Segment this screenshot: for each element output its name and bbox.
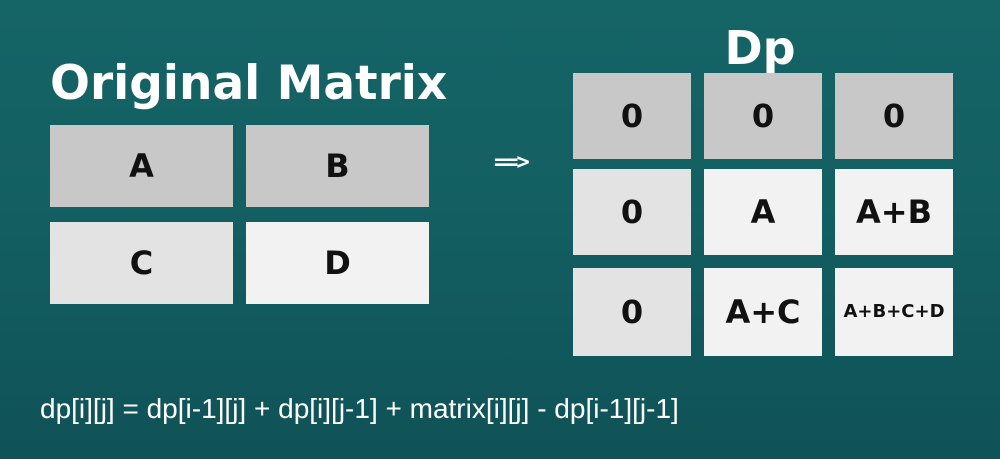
dp-cell-2-1: A+C bbox=[704, 268, 822, 356]
dp-cell-1-2: A+B bbox=[835, 169, 953, 255]
dp-cell-2-2: A+B+C+D bbox=[835, 268, 953, 356]
dp-formula: dp[i][j] = dp[i-1][j] + dp[i][j-1] + mat… bbox=[40, 393, 679, 424]
original-matrix-title: Original Matrix bbox=[50, 56, 448, 111]
dp-cell-1-1: A bbox=[704, 169, 822, 255]
original-cell-1-1: D bbox=[246, 222, 429, 304]
original-cell-1-0: C bbox=[50, 222, 233, 304]
original-cell-0-0: A bbox=[50, 125, 233, 207]
dp-title: Dp bbox=[724, 21, 796, 75]
transform-arrow: ==> bbox=[494, 150, 530, 175]
dp-cell-2-0: 0 bbox=[573, 268, 691, 356]
dp-cell-0-0: 0 bbox=[573, 73, 691, 159]
dp-cell-0-2: 0 bbox=[835, 73, 953, 159]
dp-cell-0-1: 0 bbox=[704, 73, 822, 159]
original-cell-0-1: B bbox=[246, 125, 429, 207]
dp-cell-1-0: 0 bbox=[573, 169, 691, 255]
